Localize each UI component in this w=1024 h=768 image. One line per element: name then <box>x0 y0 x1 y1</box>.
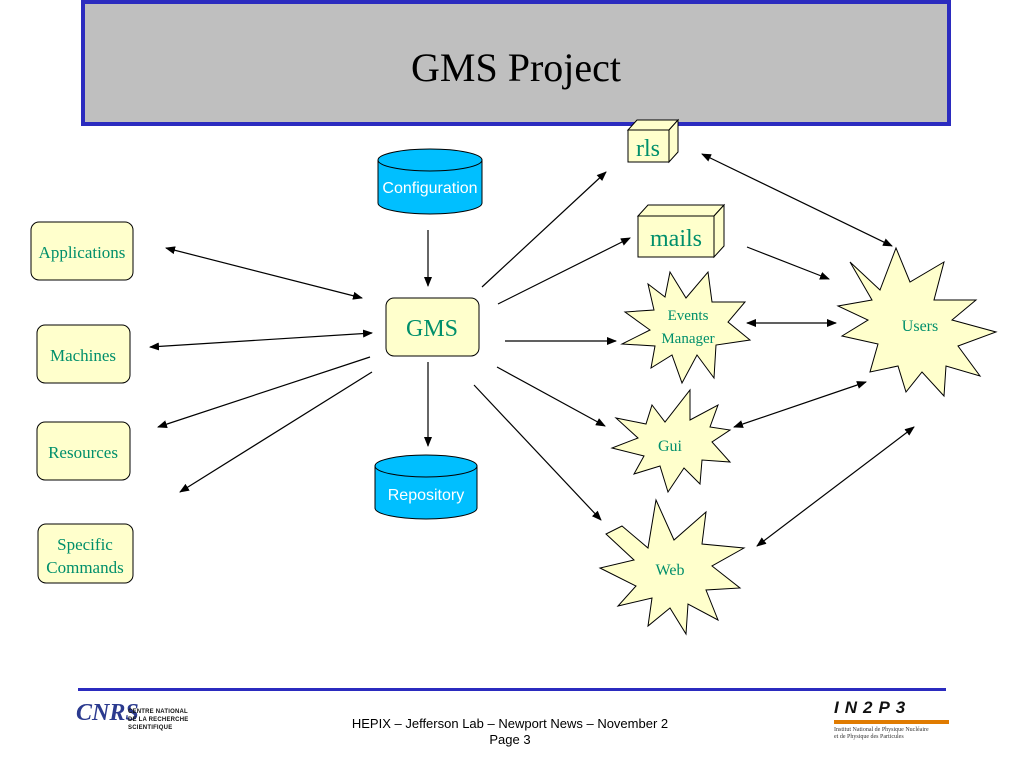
cnrs-logo-text: CENTRE NATIONAL DE LA RECHERCHE SCIENTIF… <box>128 708 188 732</box>
arrow-gms-mails <box>497 237 631 305</box>
cnrs-line1: CENTRE NATIONAL <box>128 709 188 715</box>
arrow-mails-users <box>746 246 830 280</box>
arrow-gms-specific <box>179 371 373 493</box>
footer-divider <box>78 688 946 691</box>
cnrs-logo-mark: CNRS <box>76 700 139 726</box>
gui-node: Gui <box>610 388 732 494</box>
arrow-rls-users <box>701 153 893 247</box>
arrow-gui-users <box>733 381 867 428</box>
repository-database: Repository <box>374 454 478 520</box>
web-label: Web <box>656 562 685 579</box>
applications-node: Applications <box>30 221 134 281</box>
configuration-database: Configuration <box>377 148 483 215</box>
specific-label-line2: Commands <box>46 558 123 577</box>
arrow-gms-rls <box>481 171 607 288</box>
arrow-gms-gui <box>496 366 606 427</box>
in2p3-logo-bar <box>834 720 949 724</box>
events-manager-node: Events Manager <box>620 270 752 385</box>
machines-label: Machines <box>50 346 116 365</box>
resources-node: Resources <box>36 421 131 481</box>
title-box: GMS Project <box>81 0 951 126</box>
events-label-line2: Manager <box>661 331 714 347</box>
specific-label-line1: Specific <box>57 535 113 554</box>
gui-label: Gui <box>658 438 683 455</box>
rls-node: rls <box>626 118 680 164</box>
resources-label: Resources <box>48 443 118 462</box>
gms-node: GMS <box>385 297 480 357</box>
arrow-gms-resources <box>157 356 371 428</box>
machines-node: Machines <box>36 324 131 384</box>
events-label-line1: Events <box>668 308 709 324</box>
in2p3-logo-mark: IN2P3 <box>834 698 912 717</box>
in2p3-line2: et de Physique des Particules <box>834 734 904 740</box>
arrow-applications-gms <box>165 246 363 300</box>
footer-page: Page 3 <box>489 732 531 747</box>
mails-node: mails <box>636 203 726 259</box>
specific-commands-node: Specific Commands <box>37 523 134 584</box>
arrow-machines-gms <box>149 329 373 351</box>
arrow-web-users <box>756 426 915 547</box>
in2p3-logo: IN2P3 Institut National de Physique Nucl… <box>834 698 949 742</box>
in2p3-line1: Institut National de Physique Nucléaire <box>834 727 929 733</box>
users-label: Users <box>902 318 938 335</box>
mails-label: mails <box>650 226 702 252</box>
rls-label: rls <box>636 136 660 162</box>
cnrs-line3: SCIENTIFIQUE <box>128 725 173 731</box>
web-node: Web <box>598 498 746 636</box>
configuration-label: Configuration <box>382 180 477 197</box>
cnrs-logo: CNRS CENTRE NATIONAL DE LA RECHERCHE SCI… <box>76 700 206 740</box>
users-node: Users <box>836 246 998 398</box>
cnrs-line2: DE LA RECHERCHE <box>128 717 189 723</box>
slide-title: GMS Project <box>411 45 621 90</box>
gms-label: GMS <box>406 316 458 342</box>
arrow-gms-web <box>473 384 602 521</box>
applications-label: Applications <box>39 243 126 262</box>
repository-label: Repository <box>388 487 464 504</box>
footer-line1: HEPIX – Jefferson Lab – Newport News – N… <box>351 716 669 731</box>
